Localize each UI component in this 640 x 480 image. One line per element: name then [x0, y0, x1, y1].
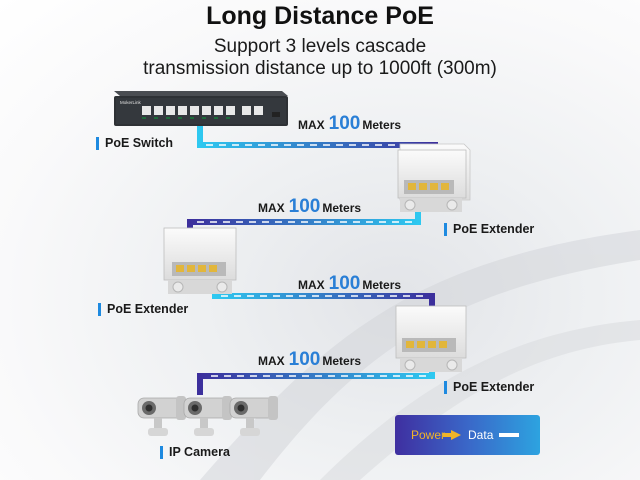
poe-extender-label-1-text: PoE Extender	[453, 222, 535, 236]
distance-unit-text: Meters	[362, 278, 402, 292]
distance-max-text: MAX	[258, 201, 285, 215]
poe-extender-label-3: PoE Extender	[444, 380, 534, 394]
poe-extender-label-3-text: PoE Extender	[453, 380, 535, 394]
poe-extender-label-1: PoE Extender	[444, 222, 534, 236]
ip-camera-2	[183, 396, 232, 436]
ip-camera-label: IP Camera	[160, 445, 230, 459]
distance-label-2: MAX 100 Meters	[258, 196, 361, 218]
legend-data-label: Data	[468, 428, 494, 442]
distance-max-text: MAX	[298, 118, 325, 132]
distance-label-3: MAX 100 Meters	[298, 273, 401, 295]
data-line-icon	[499, 433, 520, 437]
power-arrow-icon	[443, 430, 462, 440]
ip-camera-3	[229, 396, 278, 436]
label-marker	[444, 380, 447, 394]
poe-extender-label-2: PoE Extender	[98, 302, 188, 316]
poe-extender-device-3	[395, 305, 467, 372]
label-marker	[98, 302, 101, 316]
distance-value-text: 100	[288, 196, 321, 217]
distance-value-text: 100	[288, 349, 321, 370]
legend-box: Power Data	[395, 415, 540, 455]
poe-switch-label: PoE Switch	[96, 136, 173, 150]
poe-switch-label-text: PoE Switch	[105, 136, 174, 150]
distance-label-4: MAX 100 Meters	[258, 349, 361, 371]
page-subtitle-line-1: Support 3 levels cascade	[213, 36, 427, 57]
label-marker	[96, 136, 99, 150]
ip-camera-label-text: IP Camera	[169, 445, 230, 459]
poe-extender-label-2-text: PoE Extender	[107, 302, 189, 316]
page-title: Long Distance PoE	[206, 2, 434, 30]
label-marker	[444, 222, 447, 236]
distance-unit-text: Meters	[322, 354, 362, 368]
distance-label-1: MAX 100 Meters	[298, 113, 401, 135]
legend-power-label: Power	[411, 428, 446, 442]
poe-switch-device: MokerLink	[114, 91, 288, 126]
distance-unit-text: Meters	[362, 118, 402, 132]
poe-extender-device-1	[397, 143, 471, 212]
distance-max-text: MAX	[258, 354, 285, 368]
switch-brand-text: MokerLink	[120, 100, 142, 105]
ip-camera-1	[137, 396, 186, 436]
distance-max-text: MAX	[298, 278, 325, 292]
ip-camera-group	[137, 396, 278, 436]
page-subtitle-line-2: transmission distance up to 1000ft (300m…	[143, 58, 497, 79]
distance-unit-text: Meters	[322, 201, 362, 215]
distance-value-text: 100	[328, 113, 361, 134]
poe-extender-device-2	[163, 227, 237, 294]
label-marker	[160, 445, 163, 459]
distance-value-text: 100	[328, 273, 361, 294]
